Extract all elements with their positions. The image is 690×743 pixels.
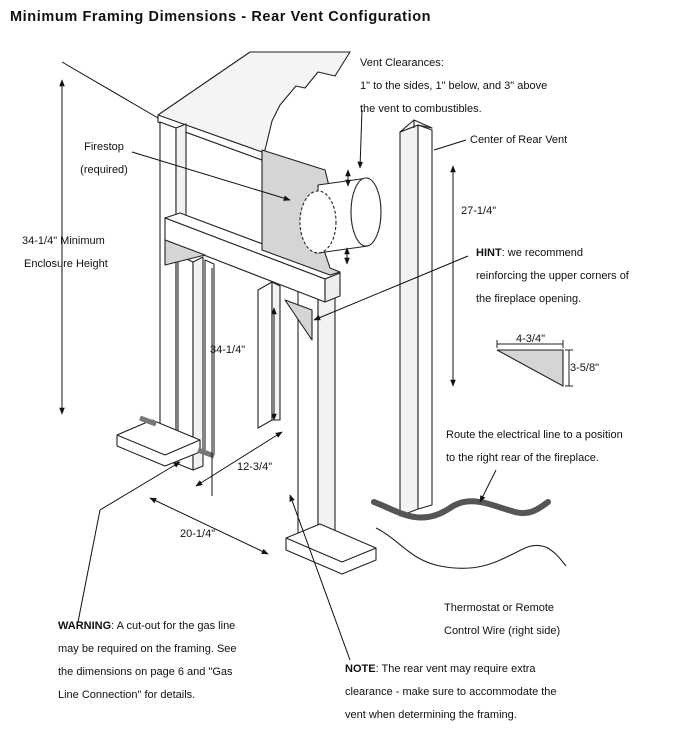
top-plate bbox=[157, 51, 351, 161]
corner-width-dimension: 4-3/4" bbox=[516, 333, 545, 345]
electrical-cable bbox=[371, 498, 551, 521]
enclosure-height-label: 34-1/4" Minimum Enclosure Height bbox=[22, 235, 108, 270]
opening-height-dimension: 34-1/4" bbox=[210, 344, 246, 356]
dim-line-width bbox=[149, 497, 269, 555]
hint-label: HINT: we recommend reinforcing the upper… bbox=[476, 247, 629, 305]
diagram-title: Minimum Framing Dimensions - Rear Vent C… bbox=[10, 9, 432, 25]
standalone-stud bbox=[399, 119, 433, 517]
vent-clearances-label: Vent Clearances: 1" to the sides, 1" bel… bbox=[360, 57, 548, 115]
electrical-label: Route the electrical line to a position … bbox=[446, 429, 623, 464]
back-right-post bbox=[257, 281, 273, 429]
right-floor-plate bbox=[285, 523, 377, 575]
width-dimension: 20-1/4" bbox=[180, 528, 216, 540]
framing-note: NOTE: The rear vent may require extra cl… bbox=[345, 663, 557, 721]
depth-dimension: 12-3/4" bbox=[237, 461, 273, 473]
right-corner-brace bbox=[284, 299, 313, 341]
thermostat-wire bbox=[375, 527, 567, 569]
thermostat-label: Thermostat or Remote Control Wire (right… bbox=[444, 602, 561, 637]
back-left-post bbox=[159, 121, 177, 441]
firestop-label: Firestop (required) bbox=[80, 141, 128, 176]
vent-pipe bbox=[299, 177, 382, 254]
warning-note: WARNING: A cut-out for the gas line may … bbox=[58, 620, 237, 701]
center-rear-vent-label: Center of Rear Vent bbox=[470, 134, 568, 146]
corner-height-dimension: 3-5/8" bbox=[570, 362, 599, 374]
corner-brace-detail bbox=[496, 340, 573, 387]
vent-height-dimension: 27-1/4" bbox=[461, 205, 497, 217]
left-corner-brace bbox=[164, 239, 206, 266]
dim-line-depth bbox=[195, 431, 283, 487]
